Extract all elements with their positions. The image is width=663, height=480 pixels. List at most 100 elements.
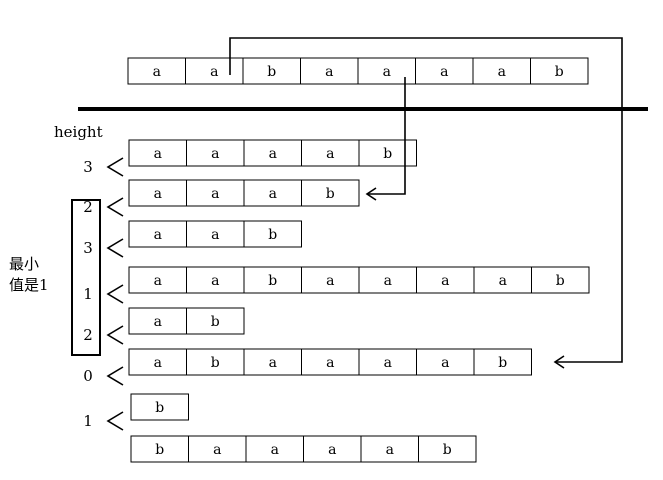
- cell-box: [243, 348, 302, 376]
- cell-box: [415, 57, 474, 85]
- cell-char: b: [555, 64, 564, 80]
- cell-char: a: [498, 64, 506, 80]
- height-bracket: [106, 238, 124, 258]
- cell-box: [472, 57, 531, 85]
- cell-char: a: [210, 64, 218, 80]
- cell-char: a: [326, 273, 334, 289]
- height-bracket: [106, 325, 124, 345]
- cell-box: [128, 307, 187, 335]
- cell-char: a: [269, 186, 277, 202]
- cell-char: a: [384, 273, 392, 289]
- arrowhead-row-2: [365, 187, 377, 201]
- cell-char: b: [268, 227, 277, 243]
- connector-arrow-to-row-6: [229, 37, 623, 363]
- cell-char: a: [269, 355, 277, 371]
- cell-box: [473, 266, 532, 294]
- cell-char: a: [211, 273, 219, 289]
- height-bracket: [106, 197, 124, 217]
- height-value: 0: [83, 367, 93, 385]
- height-value: 2: [83, 326, 93, 344]
- cell-box: [243, 179, 302, 207]
- cell-char: b: [211, 314, 220, 330]
- cell-char: a: [441, 273, 449, 289]
- cell-char: b: [443, 442, 452, 458]
- cell-char: b: [155, 400, 164, 416]
- height-value: 1: [83, 285, 93, 303]
- cell-char: b: [155, 442, 164, 458]
- cell-box: [358, 139, 417, 167]
- cell-char: a: [153, 64, 161, 80]
- cell-char: b: [498, 355, 507, 371]
- cell-char: a: [269, 146, 277, 162]
- cell-box: [128, 179, 187, 207]
- cell-char: a: [441, 355, 449, 371]
- height-label: height: [54, 123, 103, 141]
- cell-char: b: [383, 146, 392, 162]
- suffix-row-7: b: [130, 393, 189, 421]
- cell-box: [186, 348, 245, 376]
- cell-box: [416, 348, 475, 376]
- height-value: 3: [83, 158, 93, 176]
- cell-box: [416, 266, 475, 294]
- cell-box: [473, 348, 532, 376]
- cell-char: a: [440, 64, 448, 80]
- cell-char: a: [325, 64, 333, 80]
- cell-char: a: [154, 227, 162, 243]
- cell-char: a: [271, 442, 279, 458]
- cell-box: [531, 266, 590, 294]
- cell-box: [358, 348, 417, 376]
- cell-char: a: [154, 273, 162, 289]
- cell-box: [128, 220, 187, 248]
- cell-box: [186, 139, 245, 167]
- cell-box: [243, 266, 302, 294]
- cell-char: b: [211, 355, 220, 371]
- cell-box: [301, 266, 360, 294]
- cell-char: b: [268, 273, 277, 289]
- cell-box: [186, 307, 245, 335]
- cell-char: a: [499, 273, 507, 289]
- cell-box: [242, 57, 301, 85]
- cell-char: a: [211, 186, 219, 202]
- height-value: 3: [83, 239, 93, 257]
- cell-char: b: [326, 186, 335, 202]
- side-note-line-2: 值是1: [9, 276, 49, 294]
- arrowhead-row-6: [553, 355, 565, 369]
- cell-char: b: [267, 64, 276, 80]
- height-bracket: [106, 411, 124, 431]
- height-bracket: [106, 284, 124, 304]
- height-bracket: [106, 366, 124, 386]
- cell-char: a: [154, 314, 162, 330]
- cell-box: [530, 57, 589, 85]
- height-bracket: [106, 157, 124, 177]
- connectors: [229, 37, 623, 369]
- side-note-line-1: 最小: [9, 255, 39, 273]
- cell-box: [243, 139, 302, 167]
- cell-char: a: [211, 146, 219, 162]
- cell-char: a: [211, 227, 219, 243]
- cell-box: [186, 220, 245, 248]
- cell-box: [127, 57, 186, 85]
- cell-box: [243, 220, 302, 248]
- cell-char: a: [328, 442, 336, 458]
- cell-char: a: [154, 186, 162, 202]
- cell-box: [357, 57, 416, 85]
- cell-box: [128, 266, 187, 294]
- cell-char: a: [384, 355, 392, 371]
- cell-char: b: [556, 273, 565, 289]
- cell-box: [185, 57, 244, 85]
- height-value: 2: [83, 198, 93, 216]
- cell-char: a: [154, 355, 162, 371]
